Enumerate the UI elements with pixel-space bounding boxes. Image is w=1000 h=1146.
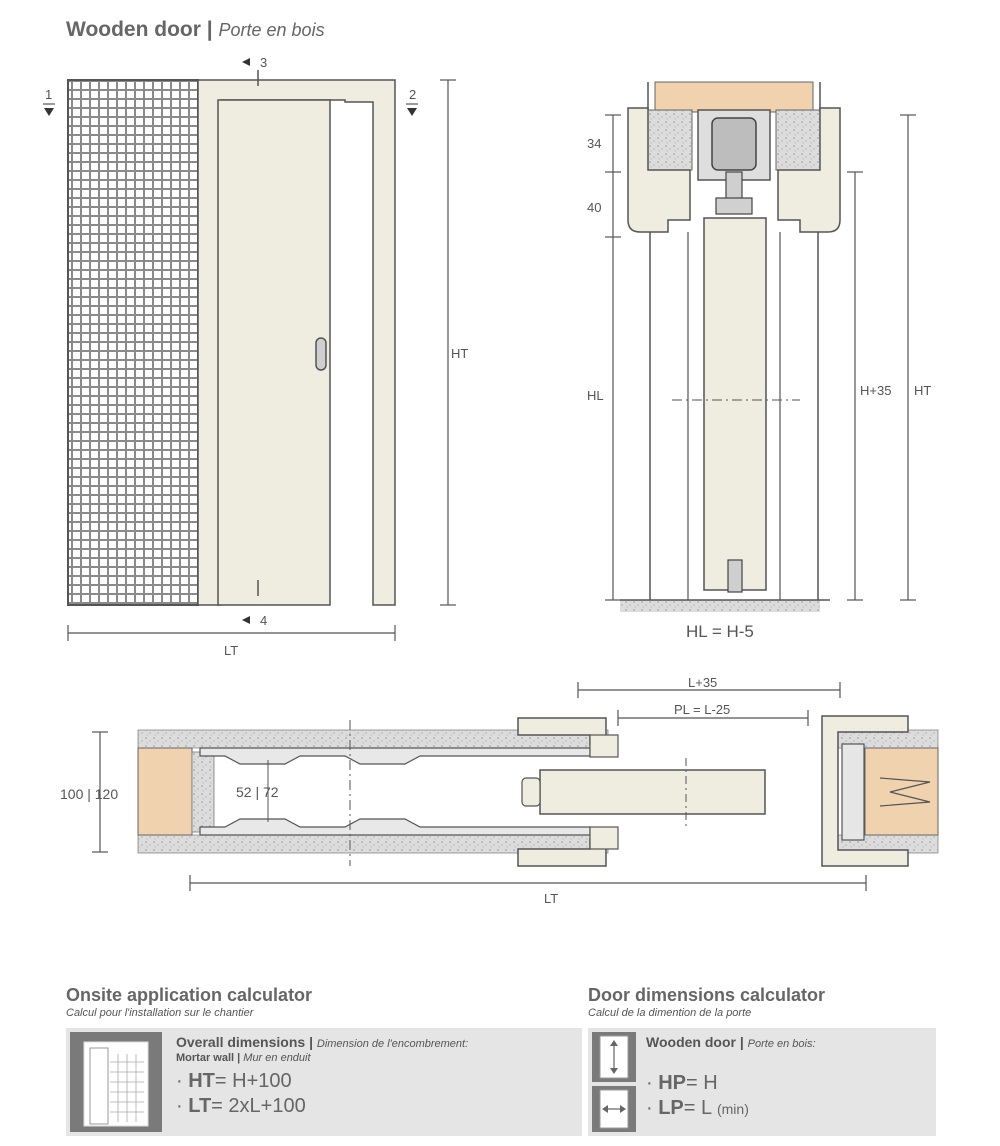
door-calc-title: Door dimensions calculator	[588, 985, 826, 1005]
section-dim-40: 40	[587, 200, 601, 215]
plan-door-leaf	[539, 769, 766, 815]
door-panel-sep: |	[739, 1034, 744, 1050]
door-frame-icon	[70, 1032, 162, 1132]
onsite-formula-lt-key: LT	[188, 1095, 212, 1117]
onsite-calc-title: Onsite application calculator	[66, 985, 313, 1005]
plan-dim-total: LT	[544, 891, 558, 906]
door-formula-lp-val: L	[701, 1097, 712, 1119]
plan-dim-wall: 100 | 120	[60, 786, 118, 802]
elevation-view: 1 2 3 4 HT LT	[43, 55, 468, 658]
elevation-height-label: HT	[451, 346, 468, 361]
onsite-formula-ht-key: HT	[188, 1070, 215, 1092]
onsite-formula-lt-val: 2xL+100	[228, 1095, 306, 1117]
plan-dim-l35: L+35	[688, 675, 717, 690]
section-dim-34: 34	[587, 136, 601, 151]
marker-3-arrow	[242, 58, 250, 66]
width-arrow-icon	[592, 1086, 636, 1132]
onsite-formula-ht: · HT= H+100	[176, 1070, 292, 1092]
onsite-panel-title: Overall dimensions | Dimension de l'enco…	[176, 1034, 468, 1050]
plan-dim-pl: PL = L-25	[674, 702, 730, 717]
door-calc-subtitle: Calcul de la dimention de la porte	[588, 1007, 752, 1019]
door-panel-title-fr: Porte en bois:	[747, 1038, 816, 1050]
door-handle	[315, 337, 327, 371]
plan-door-pull	[521, 777, 541, 807]
marker-1-arrow	[44, 108, 54, 116]
title-separator: |	[206, 18, 213, 41]
plan-pocket-mortar	[191, 751, 215, 833]
plan-stop-top	[589, 734, 619, 758]
marker-2-arrow	[407, 108, 417, 116]
pocket-grid-frame	[67, 79, 199, 606]
door-panel-title: Wooden door | Porte en bois:	[646, 1034, 816, 1050]
door-calculator: Door dimensions calculator Calcul de la …	[588, 985, 825, 1019]
mortar-left	[647, 109, 693, 171]
height-arrow-icon	[592, 1032, 636, 1082]
onsite-panel-sep: |	[309, 1034, 313, 1050]
onsite-panel-sub: Mortar wall | Mur en enduit	[176, 1052, 468, 1064]
plan-dim-inner: 52 | 72	[236, 784, 279, 800]
onsite-calc-subtitle: Calcul pour l'installation sur le chanti…	[66, 1007, 254, 1019]
plan-right-profile	[841, 743, 865, 841]
marker-2: 2	[409, 87, 416, 102]
door-formula-lp-suffix: (min)	[716, 1101, 749, 1117]
marker-4: 4	[260, 613, 267, 628]
onsite-panel-title-en: Overall dimensions	[176, 1034, 306, 1050]
floor-guide	[727, 559, 743, 593]
section-frame-right	[777, 107, 841, 233]
door-formula-hp-key: HP	[658, 1072, 687, 1094]
onsite-panel-sub-en: Mortar wall	[176, 1052, 235, 1064]
plan-stop-bottom	[589, 826, 619, 850]
mortar-right	[775, 109, 821, 171]
title-en: Wooden door	[66, 18, 201, 41]
plan-wall-end	[137, 747, 193, 836]
door-formula-hp: · HP= H	[646, 1072, 718, 1094]
onsite-formula-ht-val: H+100	[232, 1070, 292, 1092]
section-dim-h35: H+35	[860, 383, 891, 398]
floor	[620, 600, 820, 612]
section-door-leaf	[703, 217, 767, 591]
onsite-calc-panel: Overall dimensions | Dimension de l'enco…	[66, 1028, 582, 1136]
onsite-panel-sub-sep: |	[237, 1052, 241, 1064]
pocket-skin-bottom	[199, 818, 591, 836]
pocket-skin-top	[199, 747, 591, 765]
onsite-panel-title-fr: Dimension de l'encombrement:	[316, 1038, 469, 1050]
section-dim-hl: HL	[587, 388, 604, 403]
roller-bolt	[725, 171, 743, 201]
plan-view: L+35 PL = L-25 100 | 120 52 | 72 LT	[60, 675, 939, 906]
section-formula: HL = H-5	[686, 622, 754, 641]
marker-1: 1	[45, 87, 52, 102]
plan-right-wood	[864, 747, 939, 836]
technical-drawing: 1 2 3 4 HT LT	[43, 55, 939, 906]
title-fr: Porte en bois	[218, 20, 325, 40]
marker-3: 3	[260, 55, 267, 70]
page-title: Wooden door | Porte en bois	[66, 18, 325, 42]
door-leaf	[217, 99, 331, 606]
door-calc-panel: Wooden door | Porte en bois: · HP= H · L…	[588, 1028, 936, 1136]
marker-4-arrow	[242, 616, 250, 624]
door-formula-hp-val: H	[703, 1072, 718, 1094]
onsite-panel-sub-fr: Mur en enduit	[243, 1052, 311, 1064]
section-frame-left	[627, 107, 691, 233]
onsite-formula-lt: · LT= 2xL+100	[176, 1095, 306, 1117]
hanger-plate	[715, 197, 753, 215]
onsite-calculator: Onsite application calculator Calcul pou…	[66, 985, 312, 1019]
door-panel-title-en: Wooden door	[646, 1034, 736, 1050]
plan-right-jamb	[821, 715, 909, 867]
section-dim-ht: HT	[914, 383, 931, 398]
door-formula-lp: · LP= L (min)	[646, 1097, 749, 1119]
ceiling-wood	[654, 81, 814, 113]
door-formula-lp-key: LP	[658, 1097, 684, 1119]
roller-trolley	[711, 117, 757, 171]
section-view: 34 40 HL H+35 HT HL = H-5	[587, 81, 931, 641]
elevation-width-label: LT	[224, 643, 238, 658]
